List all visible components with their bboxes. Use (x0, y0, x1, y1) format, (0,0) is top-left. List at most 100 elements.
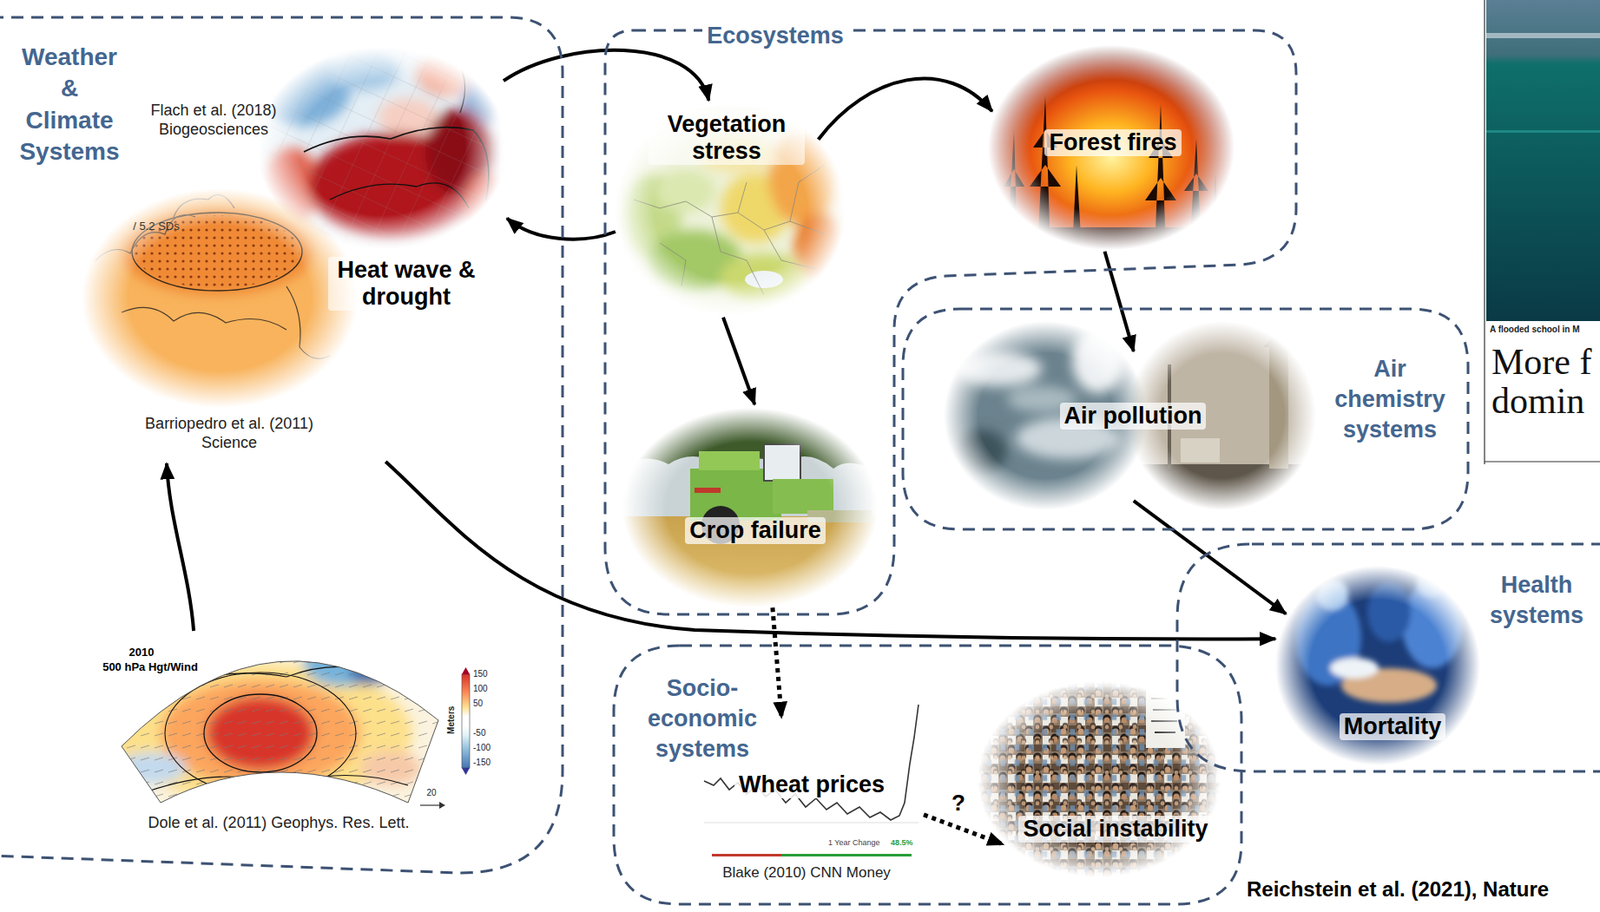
citation: Flach et al. (2018) Biogeosciences (135, 101, 292, 139)
heat-wave-figure: Heat wave & drought (82, 43, 504, 461)
text-holder: Blake (2010) CNN Money (722, 864, 891, 883)
illustration-part (987, 45, 1235, 251)
system-region: Socio-economic systemsWheat pricesSocial… (610, 642, 1245, 909)
text-holder: Wheat prices (734, 771, 889, 799)
illustration-part (1483, 0, 1485, 465)
illustration-part (781, 854, 912, 857)
illustration-part (977, 681, 1221, 878)
node-label: Forest fires (1044, 129, 1181, 157)
illustration-part (1367, 581, 1411, 643)
illustration-part (977, 681, 1221, 878)
illustration-part (772, 479, 834, 514)
citation: Barriopedro et al. (2011) Science (131, 414, 328, 453)
illustration-part (1316, 579, 1349, 611)
illustration-part (977, 681, 1221, 878)
chart-annotation: 48.5% (890, 838, 914, 848)
illustration-part (711, 854, 782, 857)
region-heading: Air chemistry systems (1329, 354, 1451, 446)
node-label: Air pollution (1060, 402, 1207, 430)
illustration-part (1416, 569, 1445, 598)
text-holder: Ecosystems (702, 22, 849, 50)
node-label: Mortality (1339, 713, 1447, 741)
system-region: Health systemsMortality (1173, 540, 1600, 776)
text-holder: Air chemistry systems (1329, 354, 1451, 446)
illustration-part (420, 804, 440, 806)
text-holder: Mortality (1339, 713, 1447, 741)
citation: Blake (2010) CNN Money (722, 864, 891, 883)
illustration-part (147, 776, 409, 793)
illustration-part (81, 188, 358, 409)
region-heading: Ecosystems (702, 22, 849, 50)
illustration-part (173, 194, 235, 218)
region-heading: Health systems (1484, 570, 1589, 632)
text-holder: / 5.2 SDs (132, 220, 179, 234)
wind-scale: 20 (426, 788, 436, 799)
text-holder: 48.5% (890, 838, 914, 848)
text-holder: 100 (473, 684, 488, 695)
illustration-part (704, 823, 919, 824)
text-holder: Barriopedro et al. (2011) Science (131, 414, 328, 453)
dashed-border (902, 309, 1469, 530)
impact-circle: Forest fires (987, 45, 1235, 251)
impact-circle: Social instability (977, 681, 1221, 878)
node-label: Social instability (1018, 816, 1212, 843)
illustration-part (954, 429, 1008, 474)
map-annotation: / 5.2 SDs (132, 220, 179, 234)
illustration-part (614, 102, 847, 317)
illustration-part (744, 270, 784, 289)
illustration-part (461, 768, 470, 776)
text-holder: domin (1491, 382, 1585, 420)
text-holder: Social instability (1018, 816, 1212, 843)
illustration-part (763, 444, 801, 481)
colorbar-tick: -50 (473, 728, 486, 739)
illustration-part (121, 208, 313, 296)
illustration-part (1127, 464, 1317, 511)
illustration-part (1263, 329, 1295, 348)
colorbar-tick: -150 (473, 757, 491, 769)
impact-circle: Crop failure (622, 408, 878, 608)
text-holder: A flooded school in M (1489, 324, 1581, 336)
node-label: Crop failure (684, 517, 826, 545)
illustration-part (622, 408, 878, 608)
illustration-part (977, 681, 1221, 878)
circulation-map: 2010500 hPa Hgt/WindDole et al. (2011) G… (60, 632, 490, 838)
illustration-part (95, 215, 196, 262)
text-holder: 500 hPa Hgt/Wind (102, 661, 198, 675)
text-holder: Meters (446, 706, 457, 735)
text-holder: Health systems (1484, 570, 1589, 632)
illustration-part (622, 516, 878, 608)
arrow (723, 317, 755, 405)
news-headline: More f (1491, 343, 1592, 381)
illustration-part (451, 52, 466, 113)
text-holder: Flach et al. (2018) Biogeosciences (135, 101, 292, 139)
illustration-part (1072, 327, 1125, 394)
text-holder: 20 (426, 788, 436, 799)
arrow (1105, 251, 1134, 352)
illustration-part (1484, 460, 1600, 462)
impact-circle: Mortality (1275, 566, 1481, 766)
illustration-part (1151, 698, 1179, 733)
text-holder: 1 Year Change (828, 838, 881, 848)
illustration-part (461, 667, 470, 675)
illustration-part (439, 802, 446, 810)
edge-label: ? (947, 790, 970, 817)
illustration-part (131, 212, 303, 291)
arrow (506, 218, 616, 240)
text-holder: -100 (473, 743, 491, 754)
illustration-part (622, 408, 878, 608)
illustration-part (121, 661, 439, 804)
colorbar-tick: 150 (473, 669, 488, 680)
figure-caption: Reichstein et al. (2021), Nature (1246, 877, 1549, 903)
chart-annotation: 1 Year Change (828, 838, 881, 848)
illustration-part (1275, 566, 1481, 766)
illustration-part (954, 351, 1042, 387)
dashed-border (605, 30, 1297, 615)
text-holder: 50 (473, 698, 483, 710)
map-text: 500 hPa Hgt/Wind (102, 661, 198, 675)
illustration-part (286, 286, 330, 359)
text-holder: Socio-economic systems (645, 673, 759, 765)
arrow (385, 461, 1276, 639)
illustration-part (698, 451, 760, 471)
text-holder: Vegetation stress (648, 111, 805, 165)
